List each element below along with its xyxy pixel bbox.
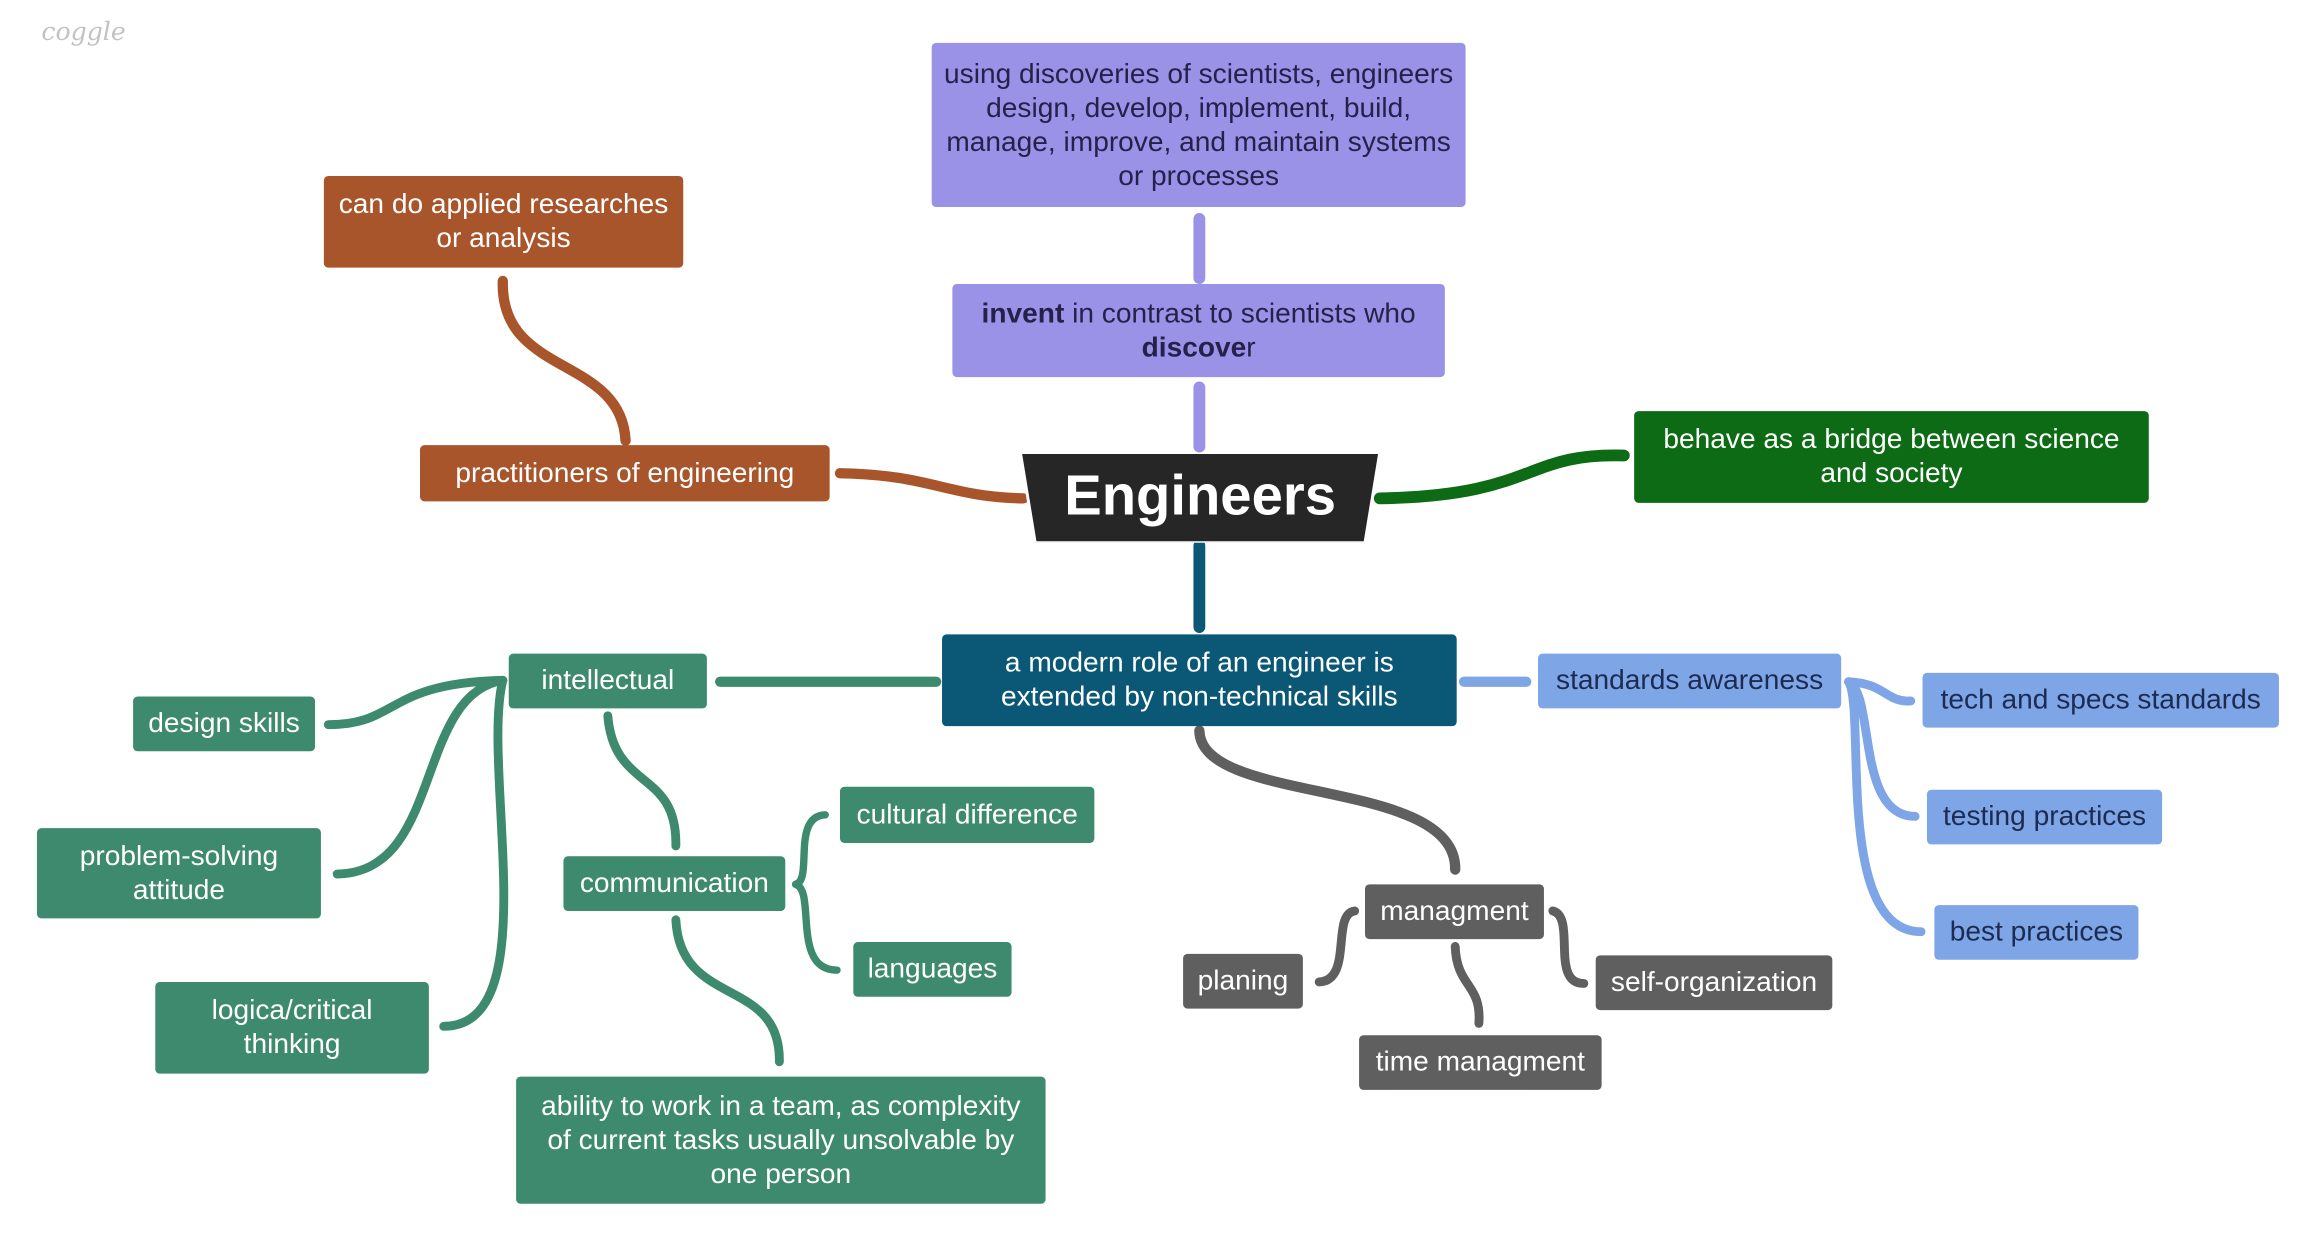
- node-tech-specs[interactable]: tech and specs standards: [1922, 672, 2279, 728]
- node-cultural-difference[interactable]: cultural difference: [839, 786, 1095, 843]
- node-modern-role[interactable]: a modern role of an engineer is extended…: [942, 634, 1457, 727]
- node-testing-practices[interactable]: testing practices: [1926, 789, 2163, 845]
- root-node[interactable]: Engineers: [1020, 452, 1380, 543]
- link-intellectual-communication: [603, 711, 681, 851]
- link-root-practitioners: [834, 468, 1029, 504]
- invent-bold: invent: [981, 297, 1065, 330]
- link-practitioners-applied: [497, 275, 631, 446]
- node-communication[interactable]: communication: [563, 856, 786, 911]
- invent-tail: r: [1246, 332, 1256, 364]
- node-practitioners[interactable]: practitioners of engineering: [419, 445, 830, 502]
- node-bridge[interactable]: behave as a bridge between science and s…: [1634, 411, 2149, 503]
- root-node-shape: [1020, 452, 1380, 543]
- node-applied-research[interactable]: can do applied researches or analysis: [323, 175, 684, 268]
- node-intellectual[interactable]: intellectual: [508, 653, 707, 709]
- node-design-skills[interactable]: design skills: [133, 696, 315, 752]
- link-intellectual-design: [323, 675, 508, 730]
- node-using-discoveries[interactable]: using discoveries of scientists, enginee…: [931, 42, 1466, 208]
- link-managment-planing: [1314, 906, 1360, 987]
- discover-bold: discove: [1141, 332, 1247, 364]
- node-languages[interactable]: languages: [853, 942, 1012, 997]
- link-root-bridge: [1373, 449, 1630, 505]
- node-invent[interactable]: invent in contrast to scientists who dis…: [952, 283, 1445, 378]
- root-node-label: Engineers: [1064, 465, 1336, 528]
- node-standards-awareness[interactable]: standards awareness: [1538, 653, 1842, 709]
- link-standards-testing: [1844, 677, 1920, 821]
- node-planing[interactable]: planing: [1183, 953, 1303, 1009]
- link-modern-managment: [1194, 725, 1461, 875]
- node-best-practices[interactable]: best practices: [1934, 905, 2139, 960]
- coggle-logo: coggle: [41, 17, 126, 48]
- link-intellectual-problem: [332, 675, 508, 879]
- node-team-ability[interactable]: ability to work in a team, as complexity…: [516, 1076, 1046, 1204]
- node-managment[interactable]: managment: [1364, 884, 1544, 940]
- invent-mid: in contrast to scientists who: [1064, 297, 1416, 330]
- node-logica-critical[interactable]: logica/critical thinking: [155, 981, 429, 1074]
- link-communication-cultural: [791, 811, 829, 889]
- node-problem-solving[interactable]: problem-solving attitude: [36, 828, 321, 919]
- node-time-managment[interactable]: time managment: [1359, 1035, 1602, 1090]
- link-managment-selforg: [1548, 906, 1589, 988]
- link-standards-best: [1844, 677, 1926, 937]
- link-managment-time: [1450, 942, 1484, 1028]
- link-intellectual-logica: [439, 675, 509, 1031]
- node-self-organization[interactable]: self-organization: [1595, 955, 1833, 1011]
- link-communication-languages: [791, 880, 841, 974]
- link-communication-team: [671, 915, 784, 1067]
- link-standards-tech: [1844, 677, 1916, 706]
